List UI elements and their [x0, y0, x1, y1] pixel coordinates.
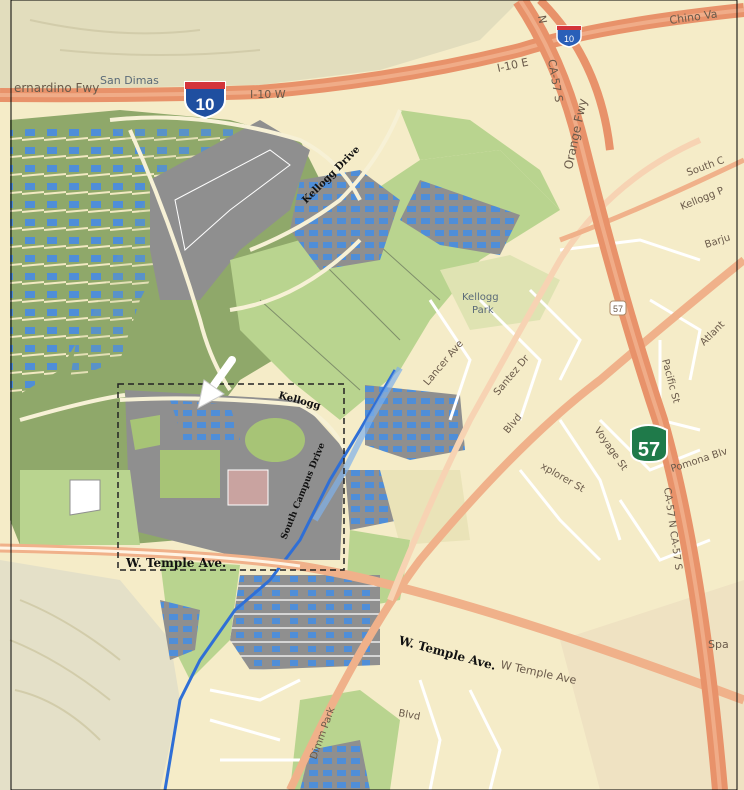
i10-w-label: I-10 W	[250, 88, 286, 101]
i-10-small-shield-label: 10	[564, 34, 574, 44]
i-10-small-shield-icon: 10	[556, 25, 582, 48]
student-housing	[230, 575, 380, 670]
northern-hills	[0, 0, 520, 90]
i-10-shield-icon: 10	[184, 81, 226, 120]
kellogg-park-line2: Park	[472, 305, 494, 316]
blvd-lower-label: Blvd	[397, 708, 420, 723]
ca-57-small-shield-icon: 57	[609, 300, 627, 316]
water-channel	[163, 369, 397, 790]
stadium-buildings	[170, 400, 240, 445]
map-border	[10, 0, 738, 790]
ca-57-shield-icon: 57	[630, 424, 668, 464]
parking-north-aisles	[174, 149, 291, 251]
location-arrow	[197, 356, 236, 409]
soccer-field	[160, 450, 220, 498]
ca-57-shield-label: 57	[638, 439, 660, 461]
i-10-freeway-median	[0, 8, 744, 98]
south-campus-buildings	[365, 385, 465, 460]
housing-west	[160, 600, 200, 660]
w-temple-ave-west	[0, 546, 301, 568]
south-buildings	[300, 740, 370, 790]
field-northeast	[400, 110, 560, 210]
practice-field	[130, 415, 160, 450]
track-field	[227, 469, 269, 506]
i-10-shield-label: 10	[196, 95, 215, 114]
southern-hills	[0, 560, 180, 790]
contour-lines	[9, 19, 261, 741]
baseball-field	[245, 418, 305, 462]
ca-57-small-shield-label: 57	[613, 304, 623, 314]
kellogg-park-dr-road	[559, 157, 744, 243]
east-facilities	[400, 180, 520, 255]
research-buildings	[290, 170, 400, 270]
ca-57-freeway-median	[518, 0, 722, 790]
campus-roads	[19, 109, 402, 451]
kellogg-park-line1: Kellogg	[462, 292, 499, 303]
spa-label: Spa	[708, 638, 729, 651]
ca-57-ramp	[537, 0, 614, 151]
kellogg-pomona-blvd	[286, 256, 744, 790]
san-dimas-label: San Dimas	[100, 74, 159, 87]
bernardino-fwy-label: ernardino Fwy	[14, 81, 99, 95]
i10-e-label: I-10 E	[496, 56, 530, 75]
study-area-box[interactable]	[117, 383, 345, 571]
water-channel-wide	[312, 366, 403, 522]
w-temple-ave-left-annotation: W. Temple Ave.	[125, 556, 226, 570]
southwest-building	[69, 479, 101, 516]
south-campus-dr-road	[387, 137, 702, 602]
n-top-label: N	[535, 14, 549, 24]
